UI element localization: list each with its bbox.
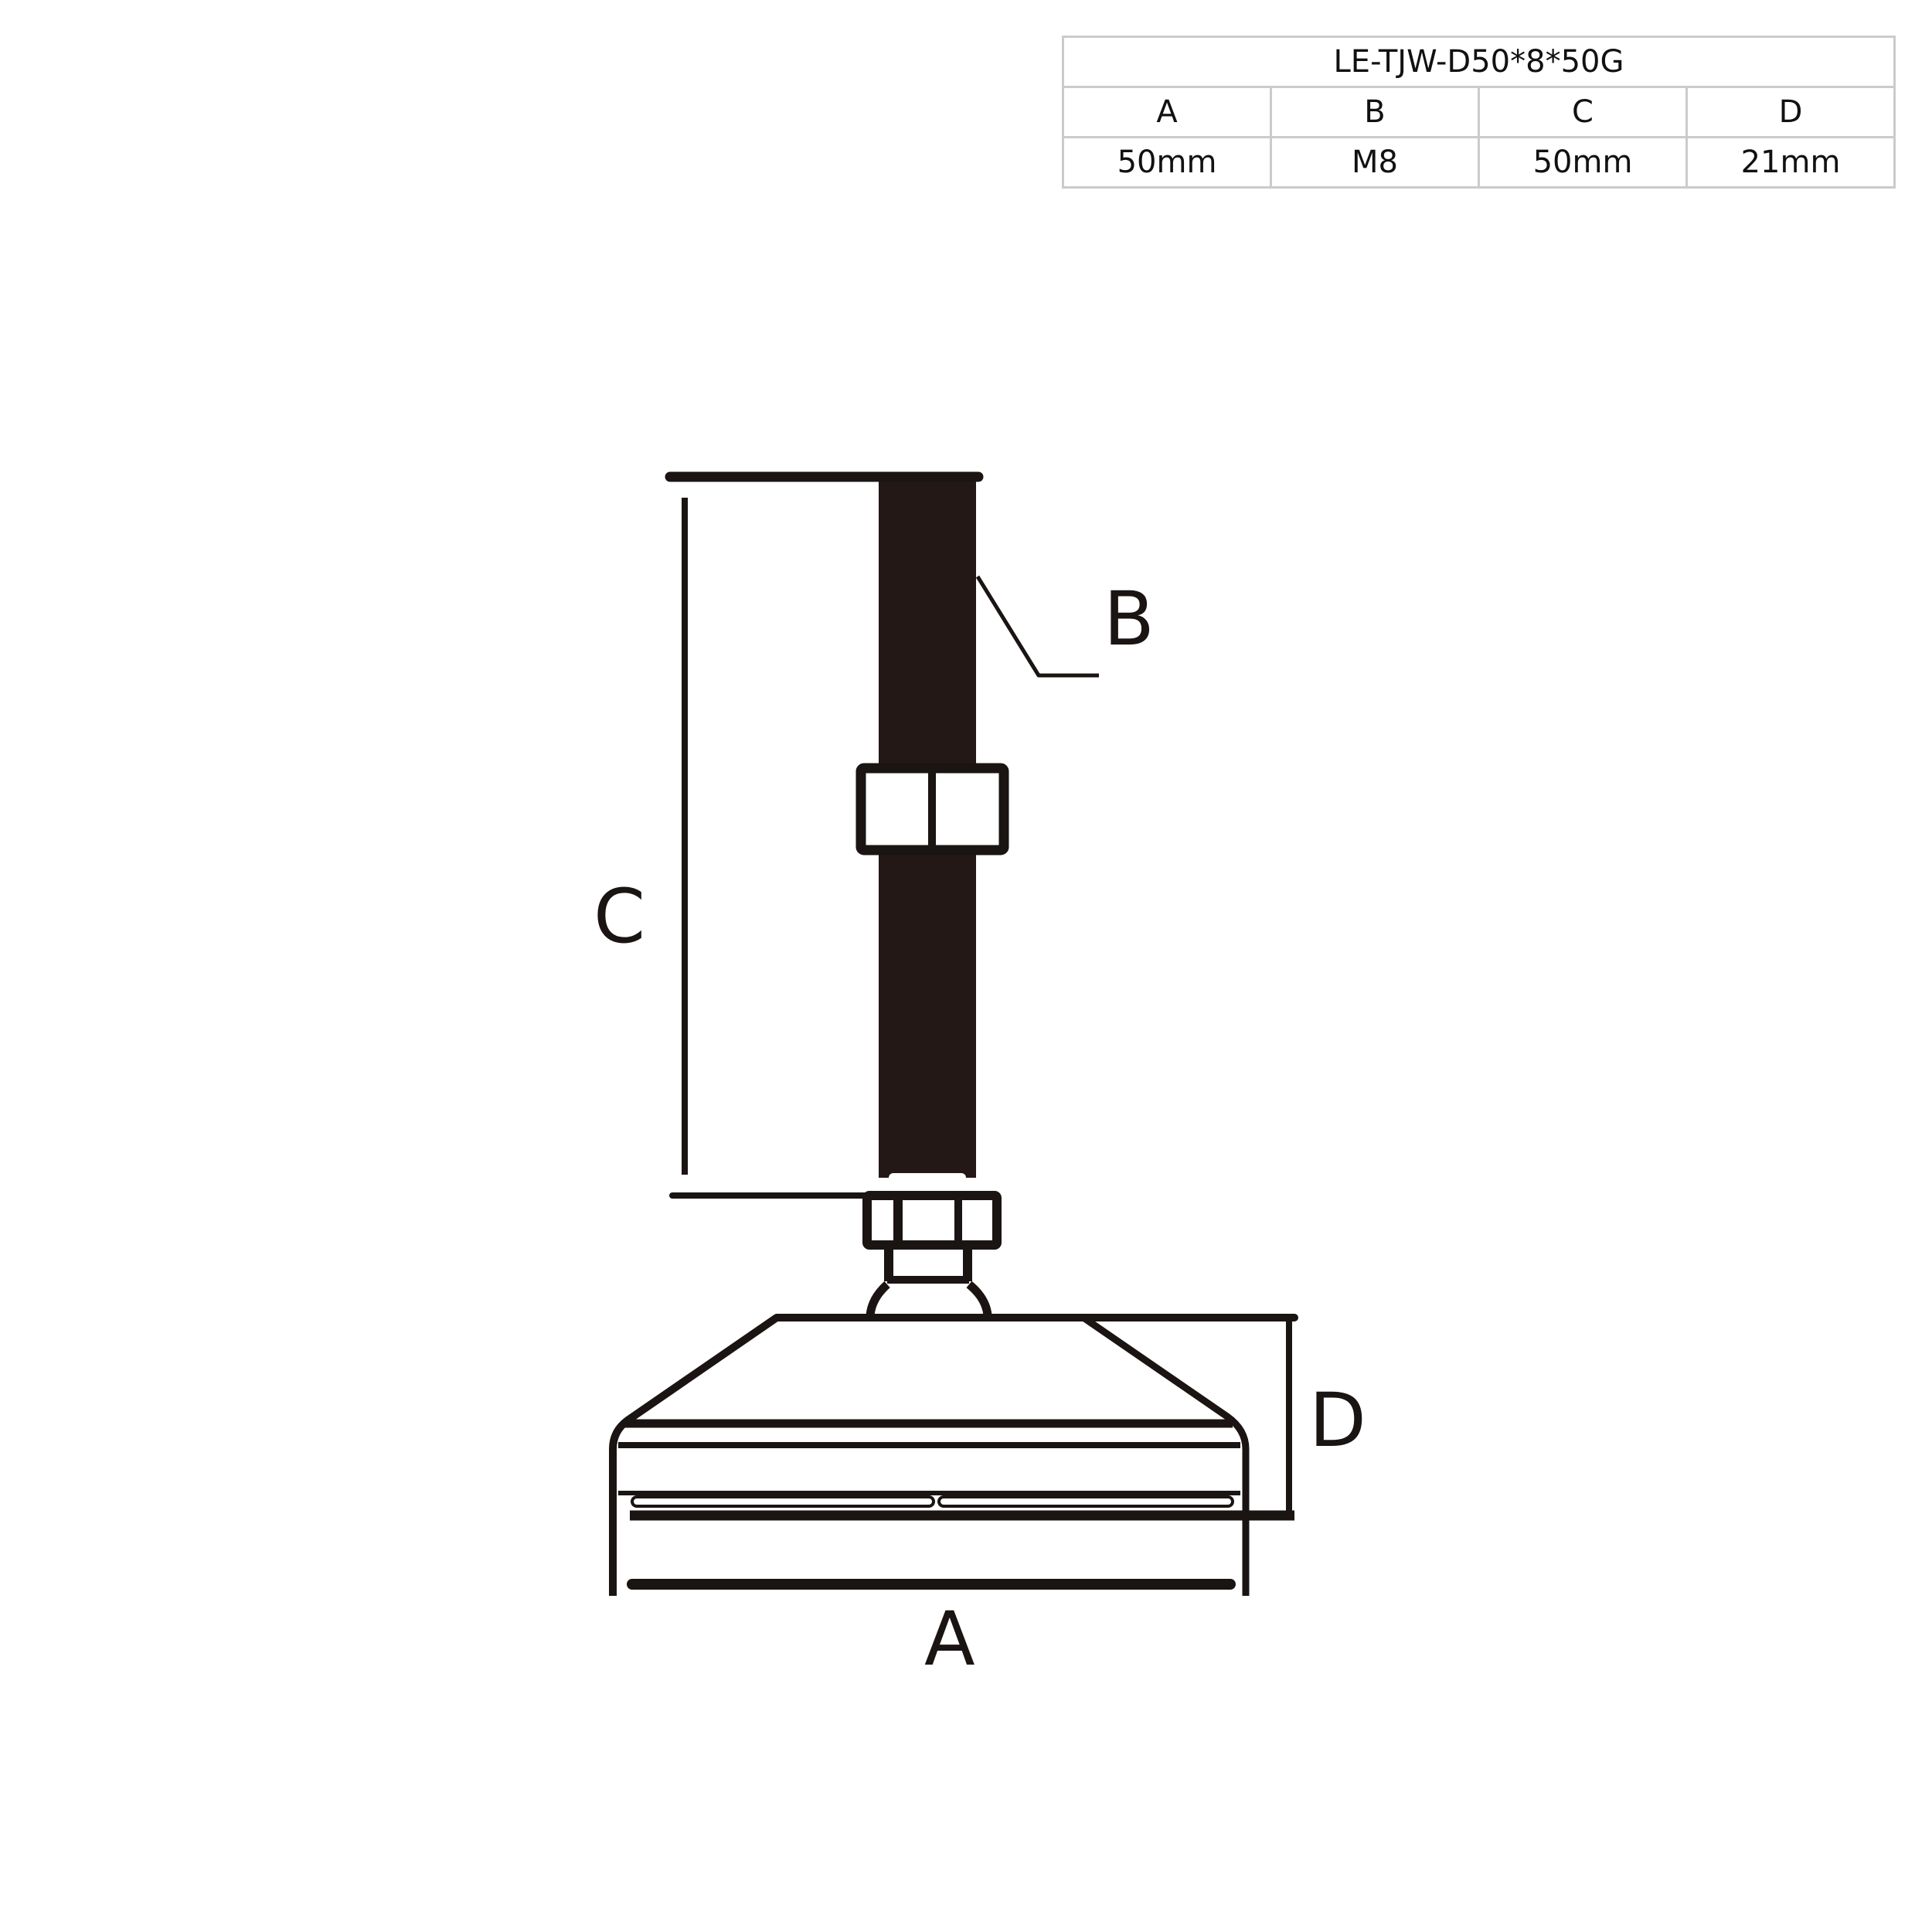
model-row: LE-TJW-D50*8*50G xyxy=(1062,36,1896,88)
model-number: LE-TJW-D50*8*50G xyxy=(1062,36,1896,88)
lower-nut xyxy=(862,1191,1002,1250)
header-d: D xyxy=(1685,86,1896,138)
upper-nut xyxy=(855,763,1009,855)
label-a: A xyxy=(924,1596,975,1682)
value-row: 50mm M8 50mm 21mm xyxy=(1062,136,1896,189)
rubber-pad xyxy=(630,1495,1294,1521)
value-c: 50mm xyxy=(1478,136,1688,189)
label-c: C xyxy=(594,873,645,960)
label-d: D xyxy=(1309,1377,1366,1464)
header-b: B xyxy=(1270,86,1480,138)
base-cone xyxy=(609,1314,779,1596)
ball-joint-neck xyxy=(866,1245,992,1316)
value-d: 21mm xyxy=(1685,136,1896,189)
base-cone-right xyxy=(1081,1315,1250,1596)
label-b: B xyxy=(1104,576,1155,662)
header-c: C xyxy=(1478,86,1688,138)
value-a: 50mm xyxy=(1062,136,1272,189)
value-b: M8 xyxy=(1270,136,1480,189)
stud-tip xyxy=(889,1173,966,1192)
header-a: A xyxy=(1062,86,1272,138)
spec-table: LE-TJW-D50*8*50G A B C D 50mm M8 50mm 21… xyxy=(1062,36,1896,189)
header-row: A B C D xyxy=(1062,86,1896,138)
b-leader-line xyxy=(975,575,1099,678)
